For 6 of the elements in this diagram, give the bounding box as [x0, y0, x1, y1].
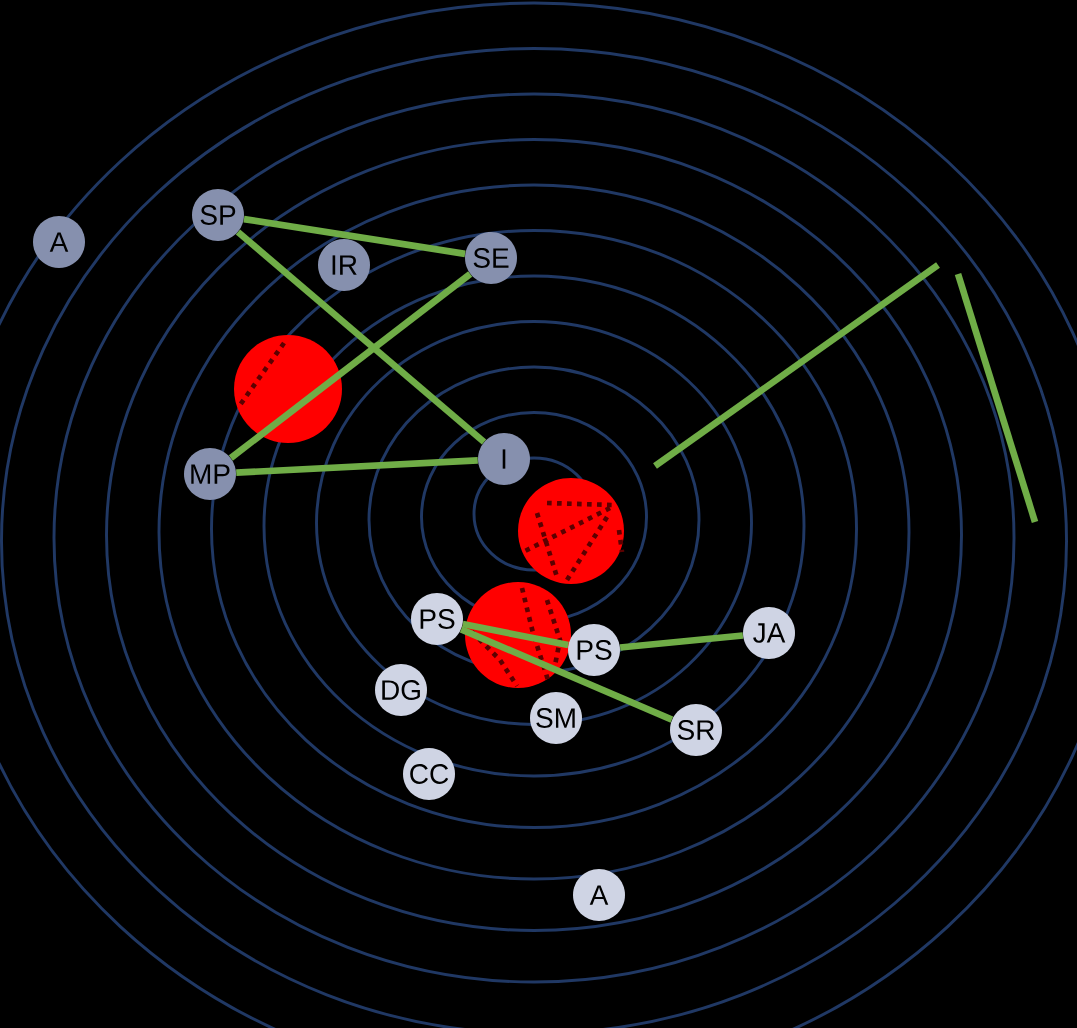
- connector-line: [619, 632, 744, 651]
- connector-line: [235, 229, 487, 445]
- connector-line: [462, 620, 569, 649]
- connector-line: [459, 626, 674, 723]
- connector-line: [243, 215, 466, 258]
- connector-line: [228, 271, 473, 461]
